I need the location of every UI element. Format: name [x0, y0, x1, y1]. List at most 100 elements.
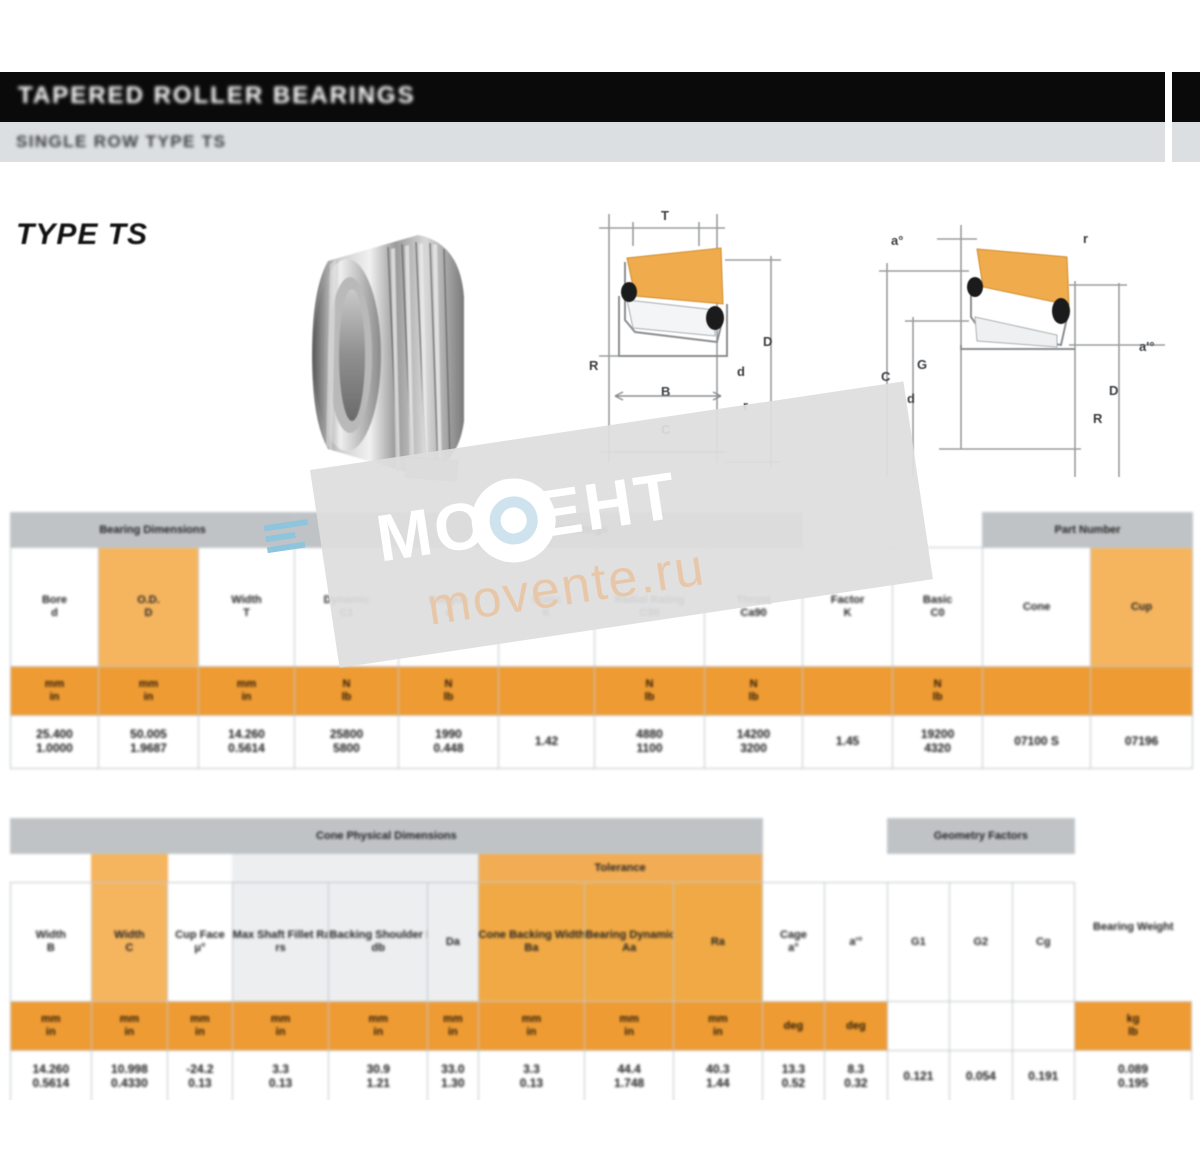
col-cg: Cg: [1011, 882, 1076, 1002]
unit-cell: [982, 666, 1092, 716]
unit-cell: [1011, 1001, 1076, 1051]
unit-cell: deg: [824, 1001, 888, 1051]
svg-text:r: r: [743, 398, 748, 413]
group-bearing-dimensions: Bearing Dimensions: [9, 512, 296, 548]
svg-text:C: C: [881, 369, 891, 384]
col-g1: G1: [886, 882, 951, 1002]
group-geometry-factors: Geometry Factors: [886, 818, 1076, 854]
table1-group-row: Bearing Dimensions Dynamic Load Ratings …: [9, 512, 1194, 548]
col-max-shaft-fillet: Max Shaft Fillet Radiusrs: [231, 882, 330, 1002]
svg-text:B: B: [661, 384, 670, 399]
cell-cg: 0.191: [1011, 1050, 1076, 1104]
svg-text:C: C: [661, 422, 671, 437]
title-bar-tail: [1172, 72, 1200, 122]
svg-text:a'°: a'°: [1139, 339, 1155, 354]
svg-text:R: R: [1093, 411, 1103, 426]
cone-physical-dimensions-table: Cone Physical Dimensions Geometry Factor…: [10, 818, 1192, 1104]
col-bearing-dynamic-fac: Bearing Dynamic Fac.Aa: [584, 882, 675, 1002]
col-cone-backing: Cone Backing Width BackupBa: [477, 882, 586, 1002]
bearing-type-label: TYPE TS: [16, 218, 149, 251]
col-bearing-weight: Bearing Weight: [1074, 853, 1192, 1002]
unit-cell: [498, 666, 596, 716]
unit-cell: [886, 1001, 951, 1051]
group-cone-physical: Cone Physical Dimensions: [10, 818, 763, 854]
cell-cup: 07196: [1090, 715, 1194, 769]
col-da: Da: [427, 882, 479, 1002]
unit-cell: [949, 1001, 1013, 1051]
cell-static: 1.42: [498, 715, 596, 769]
page-title: TAPERED ROLLER BEARINGS: [18, 82, 416, 109]
group-part-number: Part Number: [982, 512, 1194, 548]
cell-g2: 0.054: [949, 1050, 1013, 1104]
col-ra: Ra: [673, 882, 763, 1002]
subtitle-bar: [0, 122, 1165, 162]
svg-text:D: D: [763, 334, 772, 349]
svg-text:D: D: [1109, 383, 1118, 398]
unit-cell: [802, 666, 894, 716]
col-g2: G2: [949, 882, 1013, 1002]
cell-factor-k: 1.45: [802, 715, 894, 769]
col-cone: Cone: [982, 547, 1092, 667]
bearing-cross-section-diagram-2: a° a'° C d G D R r: [879, 225, 1165, 477]
unit-cell: deg: [761, 1001, 826, 1051]
col-cage-a-prime: a'°: [824, 882, 888, 1002]
title-bar: [0, 72, 1165, 122]
svg-text:T: T: [661, 208, 669, 223]
table2-group-row: Cone Physical Dimensions Geometry Factor…: [10, 818, 1192, 854]
cell-g1: 0.121: [886, 1050, 951, 1104]
page-subtitle: SINGLE ROW TYPE TS: [16, 132, 227, 151]
unit-cell: [1090, 666, 1194, 716]
col-od: O.D.D: [98, 547, 199, 667]
svg-text:r: r: [1083, 231, 1088, 246]
svg-text:d: d: [907, 391, 915, 406]
bearing-dimensions-table: Bearing Dimensions Dynamic Load Ratings …: [9, 512, 1194, 769]
subtitle-bar-tail: [1172, 122, 1200, 162]
col-cup: Cup: [1090, 547, 1194, 667]
